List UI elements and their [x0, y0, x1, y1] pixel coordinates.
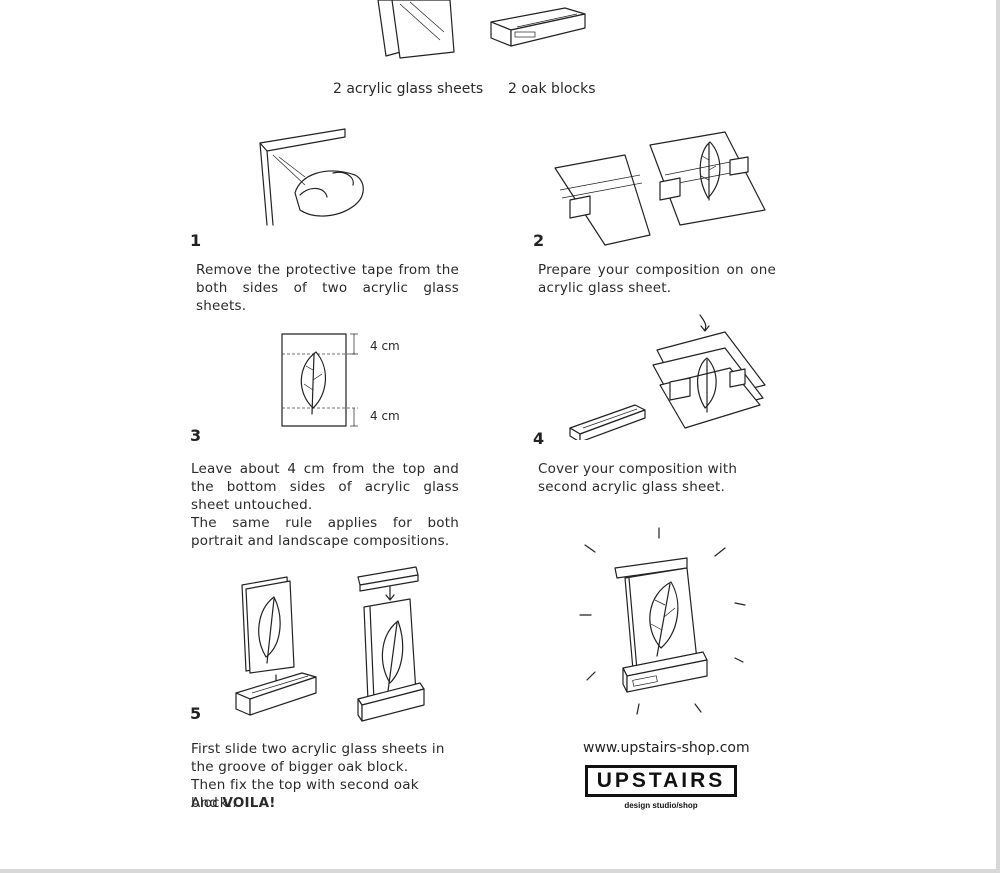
page-edge-right — [996, 0, 1000, 873]
margin-guide-illustration — [281, 333, 358, 427]
step-3-text-2: The same rule applies for both portrait … — [191, 515, 459, 549]
acrylic-sheets-illustration — [377, 0, 455, 59]
step-5-number: 5 — [190, 704, 202, 723]
top-margin-label: 4 cm — [370, 339, 400, 353]
step-2-number: 2 — [533, 231, 545, 250]
step-3-number: 3 — [190, 426, 202, 445]
step-1-number: 1 — [190, 231, 202, 250]
sheets-caption: 2 acrylic glass sheets — [333, 81, 484, 97]
step-5-text-3-prefix: And — [191, 795, 223, 811]
bottom-margin-label: 4 cm — [370, 409, 400, 423]
page-edge-bottom — [0, 869, 1000, 873]
step-2-text: Prepare your composition on one acrylic … — [538, 262, 776, 296]
finished-frame-illustration — [579, 527, 746, 715]
step-4-number: 4 — [533, 429, 545, 448]
cover-composition-illustration — [569, 314, 766, 440]
fix-top-block-illustration — [357, 566, 425, 722]
step-3-text-1: Leave about 4 cm from the top and the bo… — [191, 461, 459, 513]
step-5-text-3: And VOILA! — [191, 794, 463, 812]
peel-tape-illustration — [259, 128, 364, 226]
upstairs-logo: UPSTAIRS — [585, 765, 737, 797]
blocks-caption: 2 oak blocks — [508, 81, 596, 97]
shop-url[interactable]: www.upstairs-shop.com — [583, 740, 750, 756]
logo-subtitle: design studio/shop — [624, 801, 698, 810]
prepare-composition-illustration — [554, 131, 766, 246]
step-1-text: Remove the protective tape from the both… — [196, 262, 459, 314]
slide-into-block-illustration — [235, 576, 317, 716]
oak-blocks-illustration — [490, 7, 586, 47]
step-5-text-1: First slide two acrylic glass sheets in … — [191, 741, 445, 775]
voila-text: VOILA! — [222, 795, 276, 811]
step-4-text: Cover your composition with second acryl… — [538, 461, 738, 495]
step-5-text-2: Then fix the top with second oak block..… — [191, 777, 419, 811]
